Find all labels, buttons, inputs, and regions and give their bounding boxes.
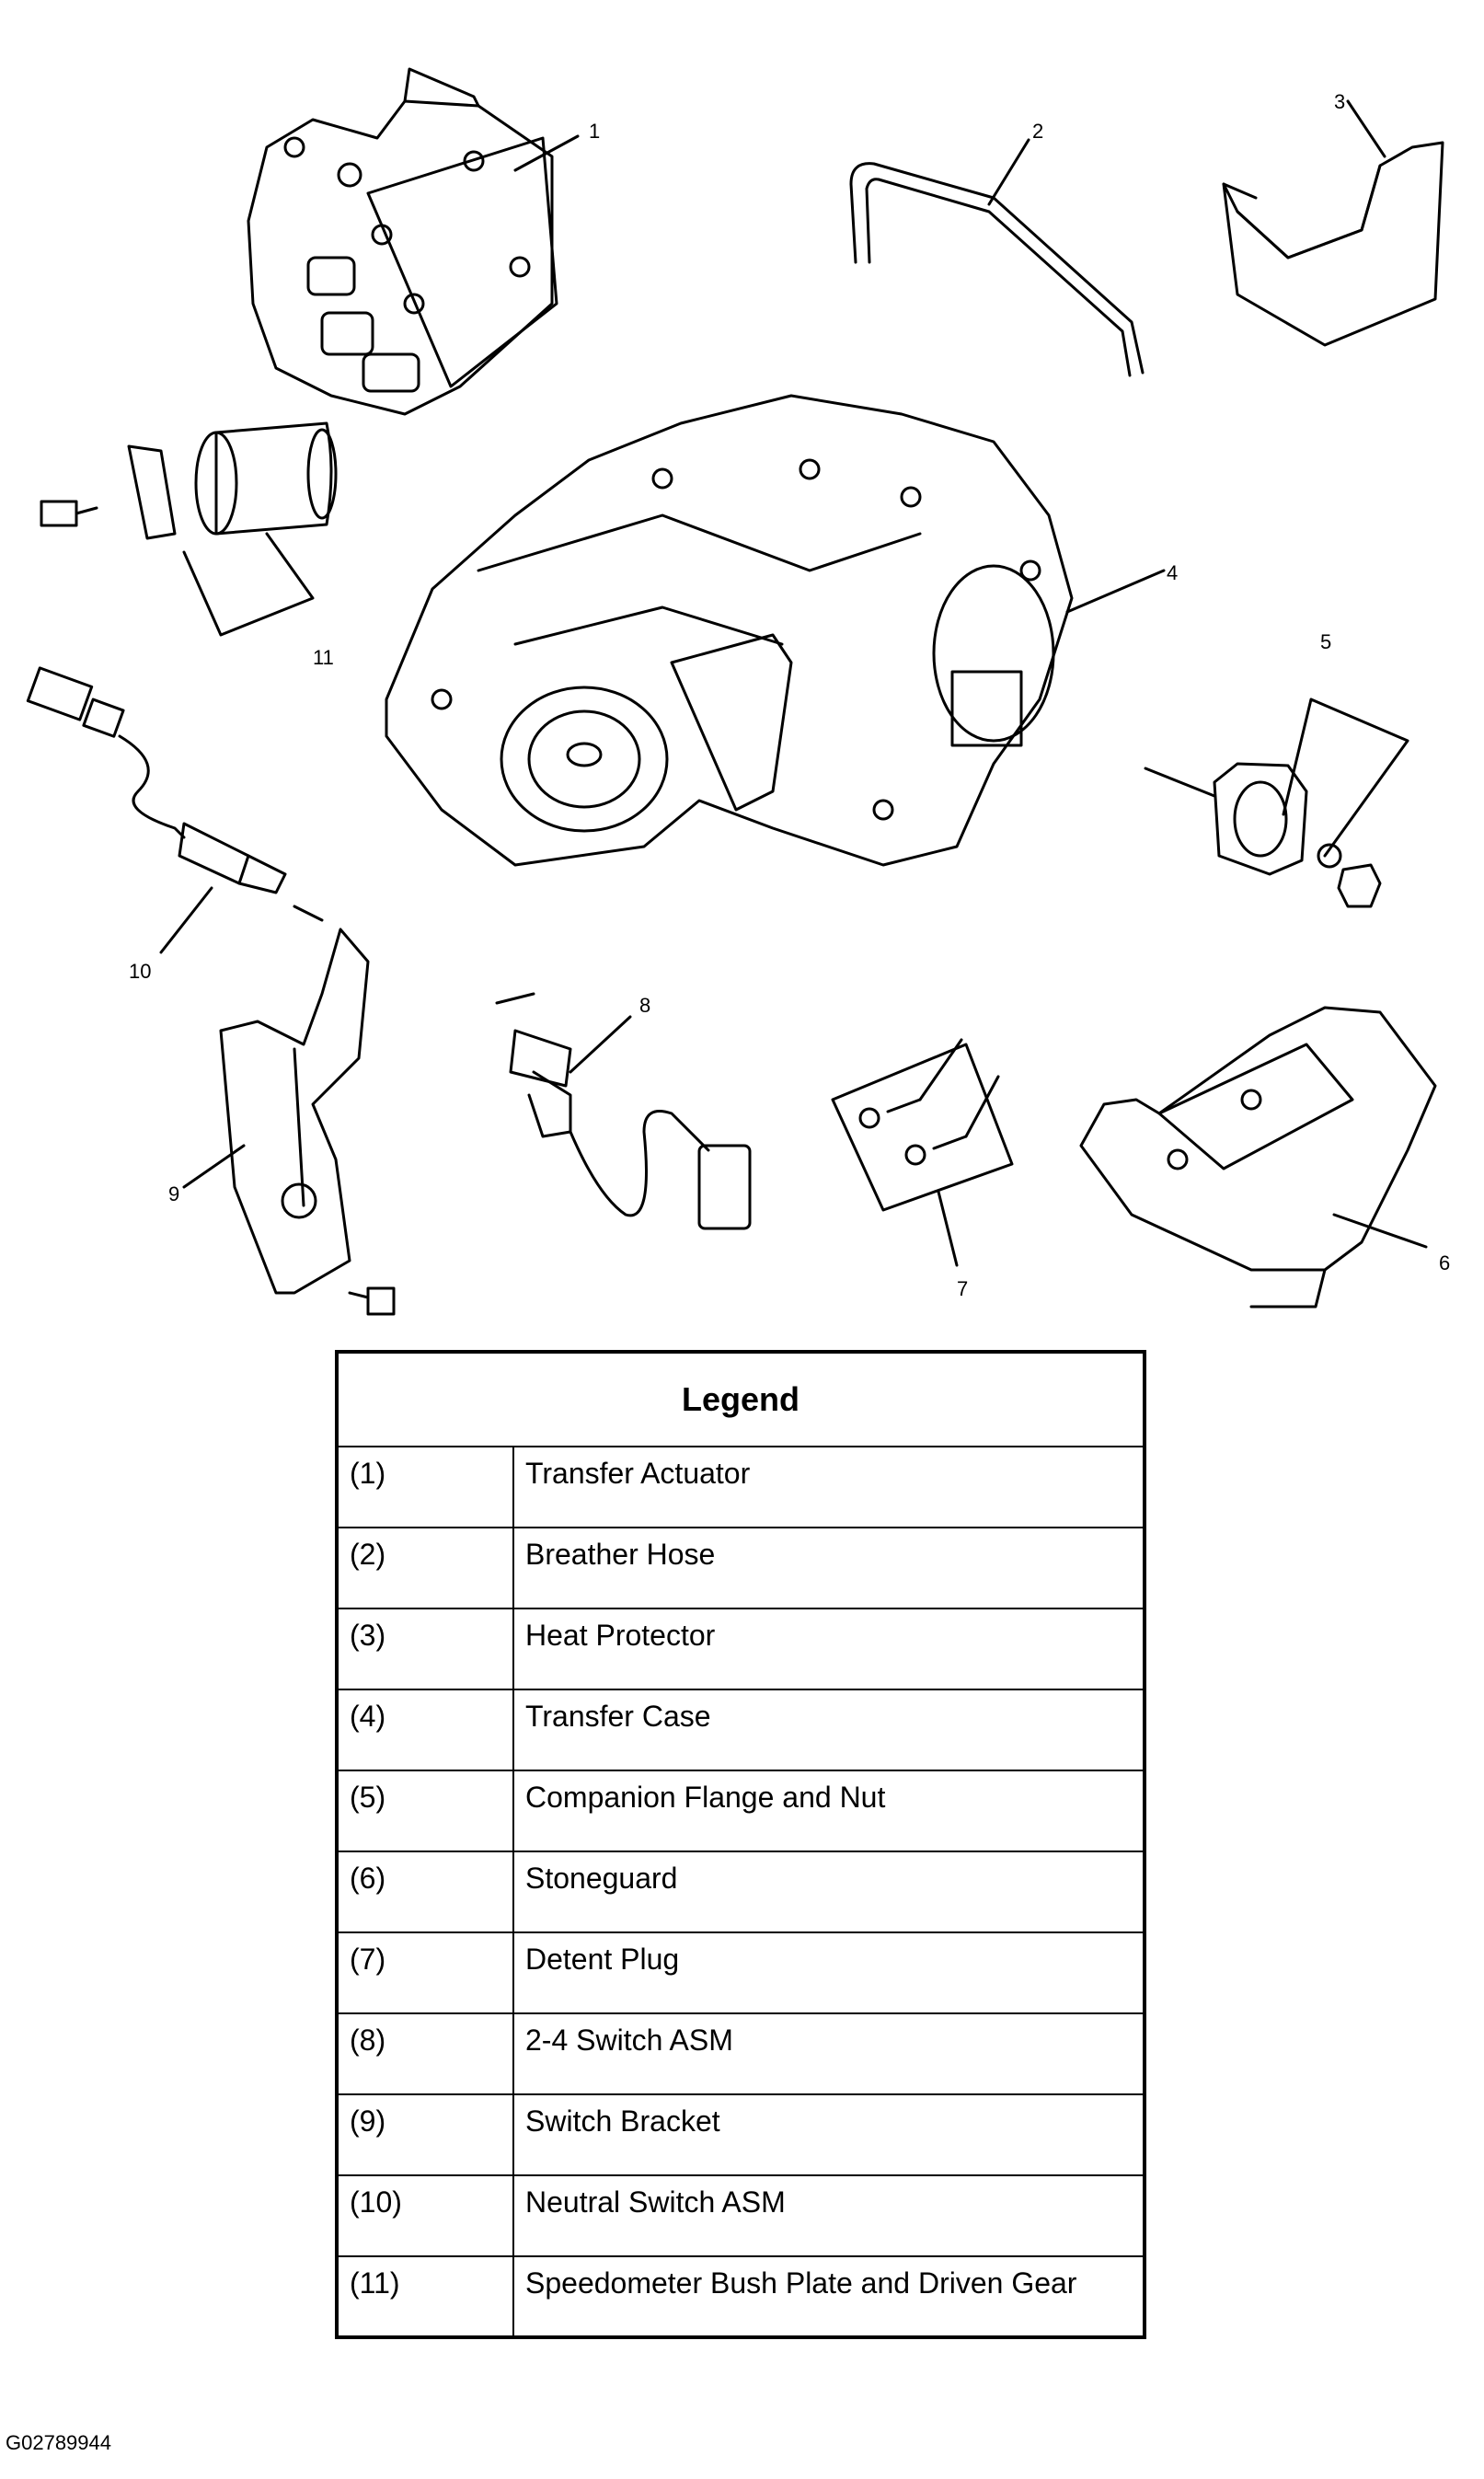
callout-11: 11 <box>313 646 334 669</box>
callout-line-7 <box>937 1190 959 1267</box>
callout-line-4 <box>1065 569 1166 614</box>
legend-row: (5)Companion Flange and Nut <box>336 1770 1145 1852</box>
callout-4: 4 <box>1167 561 1178 584</box>
figure-id: G02789944 <box>6 2431 111 2454</box>
legend-row: (8)2-4 Switch ASM <box>336 2012 1145 2095</box>
speedometer-bush-plate-part <box>40 421 338 540</box>
callout-3: 3 <box>1334 90 1345 113</box>
callout-7: 7 <box>957 1277 968 1300</box>
legend-label: Stoneguard <box>512 1851 1145 1933</box>
legend-label: Neutral Switch ASM <box>512 2174 1145 2257</box>
callout-line-3 <box>1346 99 1386 158</box>
callout-9: 9 <box>168 1182 179 1205</box>
callout-line-2 <box>987 138 1030 206</box>
legend-label: Detent Plug <box>512 1931 1145 2014</box>
legend-number: (8) <box>336 2012 514 2095</box>
legend-row: (11)Speedometer Bush Plate and Driven Ge… <box>336 2255 1145 2338</box>
switch-bracket-part <box>219 928 396 1316</box>
legend-table: Legend (1)Transfer Actuator (2)Breather … <box>335 1350 1146 2339</box>
legend-label: Breather Hose <box>512 1527 1145 1609</box>
heat-protector-part <box>1222 141 1444 347</box>
callout-line-10 <box>159 886 213 954</box>
callout-bracket-5 <box>1282 698 1409 858</box>
two-four-switch-part <box>495 992 752 1230</box>
legend-row: (10)Neutral Switch ASM <box>336 2174 1145 2257</box>
callout-line-9 <box>182 1144 246 1189</box>
legend-row: (4)Transfer Case <box>336 1689 1145 1771</box>
callout-line-8 <box>569 1015 632 1074</box>
legend-number: (4) <box>336 1689 514 1771</box>
legend-label: Companion Flange and Nut <box>512 1770 1145 1852</box>
legend-number: (2) <box>336 1527 514 1609</box>
callout-line-5b <box>1144 767 1216 798</box>
exploded-parts-diagram: 1 2 3 4 5 6 7 8 9 10 11 <box>26 67 1450 1316</box>
legend-label: Switch Bracket <box>512 2093 1145 2176</box>
callout-line-6 <box>1332 1213 1428 1249</box>
legend-row: (7)Detent Plug <box>336 1931 1145 2014</box>
transfer-actuator-part <box>247 67 558 416</box>
legend-number: (3) <box>336 1608 514 1690</box>
legend-number: (9) <box>336 2093 514 2176</box>
legend-title: Legend <box>336 1351 1145 1447</box>
legend-row: (2)Breather Hose <box>336 1527 1145 1609</box>
transfer-case-part <box>385 394 1074 867</box>
callout-line-1 <box>513 134 580 172</box>
legend-row: (3)Heat Protector <box>336 1608 1145 1690</box>
stoneguard-part <box>1079 1006 1437 1309</box>
legend-header-row: Legend <box>336 1351 1145 1447</box>
legend-number: (11) <box>336 2255 514 2338</box>
callout-5: 5 <box>1320 630 1331 653</box>
callout-10: 10 <box>129 960 151 983</box>
callout-8: 8 <box>639 994 650 1017</box>
neutral-switch-part <box>26 666 324 922</box>
legend-label: 2-4 Switch ASM <box>512 2012 1145 2095</box>
legend-number: (10) <box>336 2174 514 2257</box>
legend-row: (9)Switch Bracket <box>336 2093 1145 2176</box>
callout-1: 1 <box>589 120 600 143</box>
legend-label: Speedometer Bush Plate and Driven Gear <box>512 2255 1145 2338</box>
legend-number: (6) <box>336 1851 514 1933</box>
legend-row: (6)Stoneguard <box>336 1851 1145 1933</box>
callout-6: 6 <box>1439 1251 1450 1274</box>
breather-hose-part <box>849 162 1145 377</box>
detent-plug-part <box>831 1038 1014 1212</box>
legend-label: Heat Protector <box>512 1608 1145 1690</box>
callout-bracket-11 <box>182 532 315 637</box>
legend-number: (1) <box>336 1446 514 1528</box>
legend-label: Transfer Case <box>512 1689 1145 1771</box>
legend-row: (1)Transfer Actuator <box>336 1446 1145 1528</box>
legend-label: Transfer Actuator <box>512 1446 1145 1528</box>
legend-number: (7) <box>336 1931 514 2014</box>
companion-flange-part <box>1213 762 1382 908</box>
callout-2: 2 <box>1032 120 1043 143</box>
legend-number: (5) <box>336 1770 514 1852</box>
